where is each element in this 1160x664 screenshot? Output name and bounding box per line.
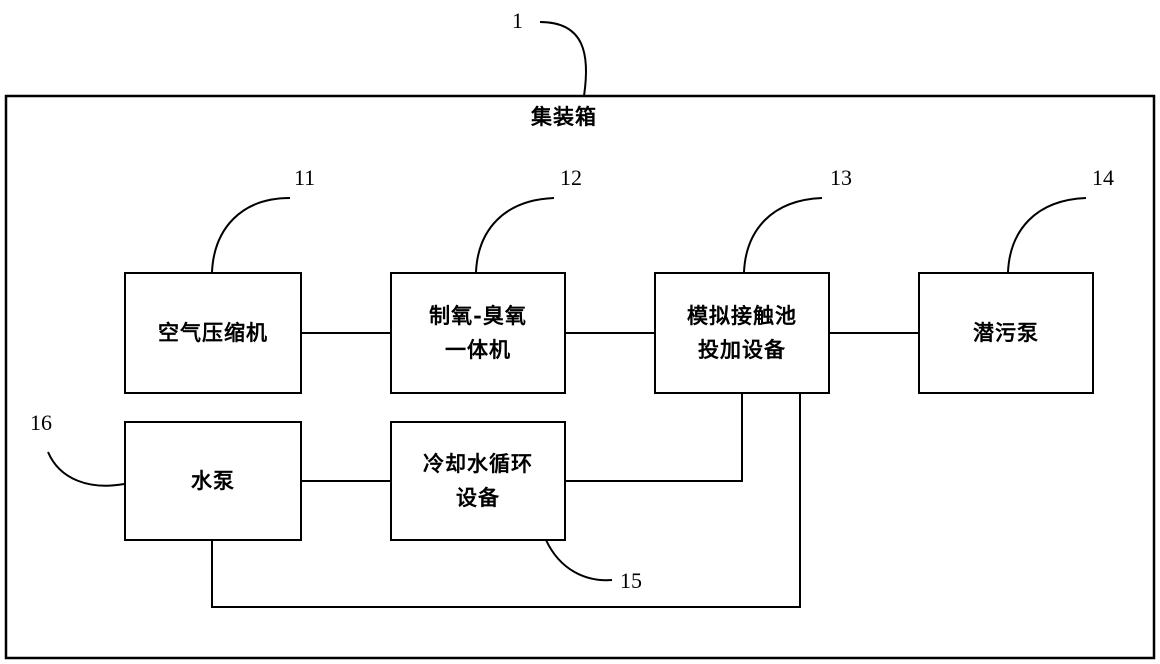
simulated-contact-tank-box: 模拟接触池 投加设备 xyxy=(654,272,830,394)
connector-15-13 xyxy=(566,394,743,482)
sewage-pump-box: 潜污泵 xyxy=(918,272,1094,394)
ref-number-16: 16 xyxy=(30,410,52,435)
ref-number-13: 13 xyxy=(830,165,852,190)
cooling-water-unit-box: 冷却水循环 设备 xyxy=(390,421,566,541)
ref-number-12: 12 xyxy=(560,165,582,190)
ref-number-1: 1 xyxy=(512,8,523,33)
connector-16-13-return xyxy=(211,394,801,608)
leader-line-16 xyxy=(47,451,125,487)
water-pump-box: 水泵 xyxy=(124,421,302,541)
leader-line-14 xyxy=(1007,197,1087,273)
ref-number-15: 15 xyxy=(620,568,642,593)
ref-number-14: 14 xyxy=(1092,165,1114,190)
leader-line-12 xyxy=(475,197,555,273)
air-compressor-box: 空气压缩机 xyxy=(124,272,302,394)
leader-line-15 xyxy=(545,539,613,582)
leader-line-1 xyxy=(539,21,588,97)
container-outline xyxy=(4,94,1156,660)
leader-line-11 xyxy=(211,197,291,273)
oxygen-ozone-machine-box: 制氧-臭氧 一体机 xyxy=(390,272,566,394)
container-title: 集装箱 xyxy=(531,104,597,129)
ref-number-11: 11 xyxy=(294,165,316,190)
leader-line-13 xyxy=(743,197,823,273)
